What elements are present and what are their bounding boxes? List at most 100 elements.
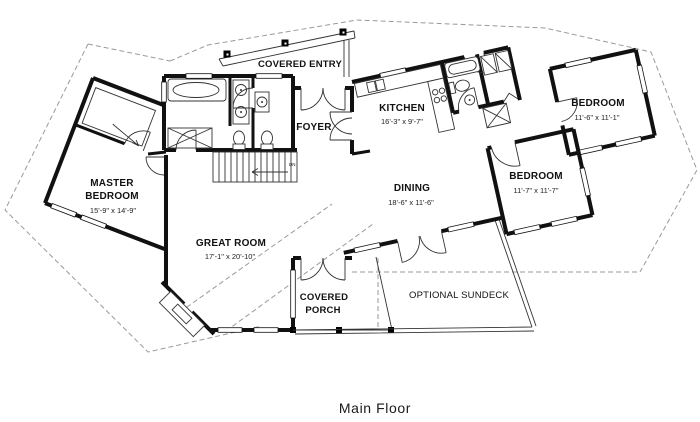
kitchen-sink	[365, 80, 378, 94]
window	[614, 136, 643, 148]
roof-line-top-right	[169, 19, 698, 273]
master-bedroom-wing	[43, 76, 166, 251]
vanity-counter	[232, 79, 250, 125]
bedroom-mid-walls	[485, 127, 595, 237]
toilet-tank	[447, 81, 457, 95]
linen-closet-x	[167, 127, 213, 149]
right-wing	[343, 45, 657, 263]
entry-post-dot	[342, 31, 345, 34]
master-closet-wall	[74, 123, 126, 146]
roof-line-top-left	[87, 43, 171, 62]
appliance-diagonals	[480, 53, 513, 73]
kitchen-fixtures	[353, 63, 456, 133]
window	[579, 167, 591, 197]
entry-posts	[223, 28, 347, 58]
closet-rod-arrow	[112, 123, 140, 147]
window	[161, 81, 167, 103]
toilet	[455, 79, 470, 92]
label-porch-line2: PORCH	[305, 305, 340, 316]
toilet	[233, 130, 245, 146]
foyer-side-door-arcs	[329, 111, 353, 141]
sink	[464, 94, 476, 106]
ridge-line-1	[179, 203, 333, 313]
bedroom-right-door-arc	[557, 97, 578, 123]
window	[353, 242, 381, 254]
kitchen-counter	[353, 63, 444, 98]
sink-drain	[240, 89, 242, 91]
room-labels: COVERED ENTRY FOYER KITCHEN 16'-3" x 9'-…	[85, 59, 624, 416]
bath2-fixtures	[444, 49, 513, 129]
kitchen-bath-walls	[351, 45, 522, 115]
stove-burner	[433, 96, 441, 104]
window	[253, 327, 279, 333]
sink-drain	[240, 111, 242, 113]
label-sundeck: OPTIONAL SUNDECK	[409, 290, 509, 301]
master-door-arc	[145, 156, 165, 176]
window	[636, 64, 649, 94]
dims-master: 15'-9" x 14'-9"	[90, 206, 136, 215]
window	[185, 73, 213, 79]
label-kitchen: KITCHEN	[379, 103, 425, 114]
hall-closet-x	[482, 102, 511, 129]
covered-entry-structure	[218, 28, 356, 77]
window	[217, 327, 243, 333]
toilet-tank	[232, 143, 246, 150]
label-master-line2: BEDROOM	[85, 191, 139, 202]
bath-door-arcs	[175, 87, 254, 151]
dims-bedroom-right: 11'-6" x 11'-1"	[574, 113, 619, 122]
stove-burner	[432, 89, 439, 96]
porch-post	[388, 327, 394, 333]
entry-post-dot	[226, 53, 229, 56]
toilet	[261, 130, 273, 146]
bathtub-basin	[172, 82, 220, 98]
label-foyer: FOYER	[296, 122, 332, 133]
dining-walls	[343, 215, 504, 255]
bath-partitions	[147, 76, 371, 156]
sink-drain	[468, 98, 471, 101]
sink	[235, 106, 247, 118]
stairs-direction-arrow	[251, 168, 288, 176]
fireplace	[158, 290, 206, 338]
sink-drain	[261, 101, 263, 103]
front-door-arcs	[300, 87, 346, 111]
label-great-room: GREAT ROOM	[196, 238, 266, 249]
roof-line-left	[4, 43, 263, 353]
window	[290, 269, 296, 319]
firebox	[171, 303, 193, 325]
window	[50, 202, 78, 218]
entry-post-dot	[284, 42, 287, 45]
dims-kitchen: 16'-3" x 9'-7"	[381, 117, 423, 126]
foyer-walls	[293, 86, 354, 154]
great-room-walls	[160, 155, 295, 336]
porch-door-arcs	[300, 257, 346, 281]
sink	[235, 84, 247, 96]
label-porch-line1: COVERED	[300, 292, 348, 303]
plan-caption: Main Floor	[339, 400, 411, 416]
porch-post	[336, 327, 342, 333]
window	[80, 214, 108, 230]
center-block: DN	[145, 73, 537, 338]
stove-burner	[440, 95, 447, 102]
dims-great-room: 17'-1" x 20'-10"	[205, 252, 256, 261]
master-walls	[43, 76, 166, 251]
stairs-dn-label: DN	[289, 162, 296, 167]
sundeck-edge	[292, 218, 537, 335]
window	[255, 73, 283, 79]
kitchen-peninsula	[427, 77, 456, 133]
window	[550, 215, 578, 227]
bedroom-mid-door-arc	[491, 142, 521, 167]
closet-door-arc	[124, 130, 151, 152]
roof-dashed-lines	[4, 19, 698, 353]
window	[513, 224, 541, 236]
label-master-line1: MASTER	[90, 178, 134, 189]
label-bedroom-mid: BEDROOM	[509, 171, 563, 182]
bathtub-basin	[448, 59, 477, 75]
sink	[256, 96, 268, 108]
ridge-line-2	[225, 223, 374, 332]
label-covered-entry: COVERED ENTRY	[258, 59, 343, 70]
stair-treads	[218, 152, 292, 182]
staircase: DN	[212, 151, 298, 183]
dims-dining: 18'-6" x 11'-6"	[388, 198, 434, 207]
